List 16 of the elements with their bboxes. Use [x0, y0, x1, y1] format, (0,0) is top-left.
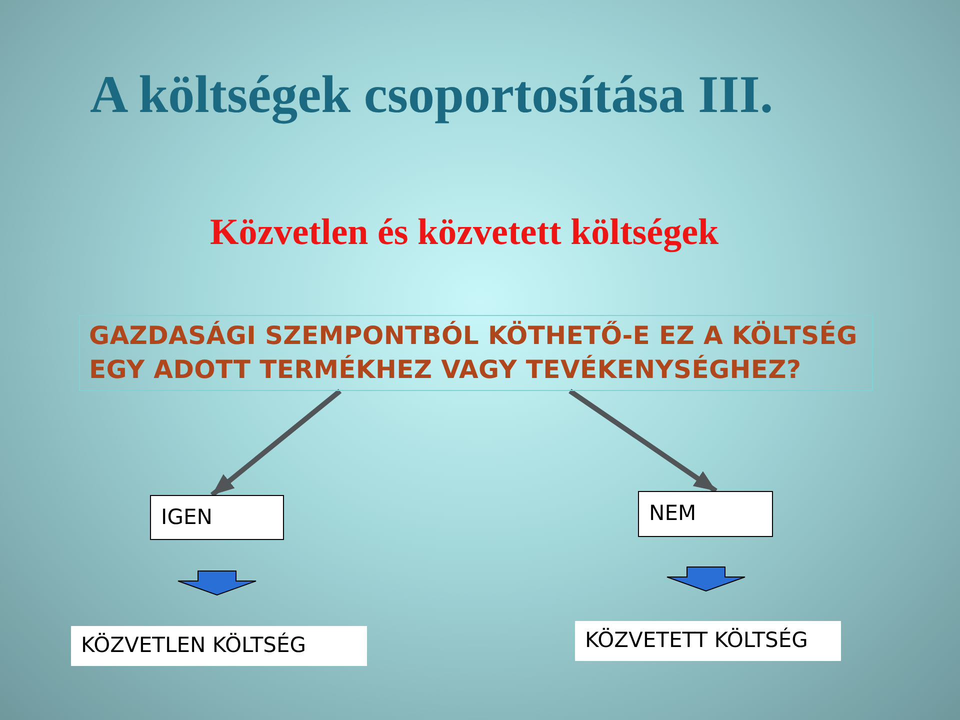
- block-arrow: [178, 570, 256, 596]
- title: A költségek csoportosítása III.: [90, 69, 774, 122]
- result-text: KÖZVETETT KÖLTSÉG: [585, 626, 808, 654]
- arrow: [568, 388, 718, 494]
- arrow: [210, 389, 342, 497]
- result-box: [575, 621, 841, 661]
- option-box: [638, 491, 773, 537]
- block-arrow: [666, 566, 746, 592]
- question-box: [79, 315, 873, 391]
- question-text: GAZDASÁGI SZEMPONTBÓL KÖTHETŐ-E EZ A KÖLTSÉG EGY ADOTT TERMÉKHEZ VAGY TEVÉKENYSÉGHEZ?: [89, 320, 858, 386]
- subtitle: Közvetlen és közvetett költségek: [210, 214, 719, 251]
- option-box: [150, 495, 284, 540]
- option-text: NEM: [649, 500, 696, 528]
- option-text: IGEN: [161, 504, 212, 531]
- result-text: KÖZVETLEN KÖLTSÉG: [81, 632, 306, 660]
- result-box: [71, 626, 367, 666]
